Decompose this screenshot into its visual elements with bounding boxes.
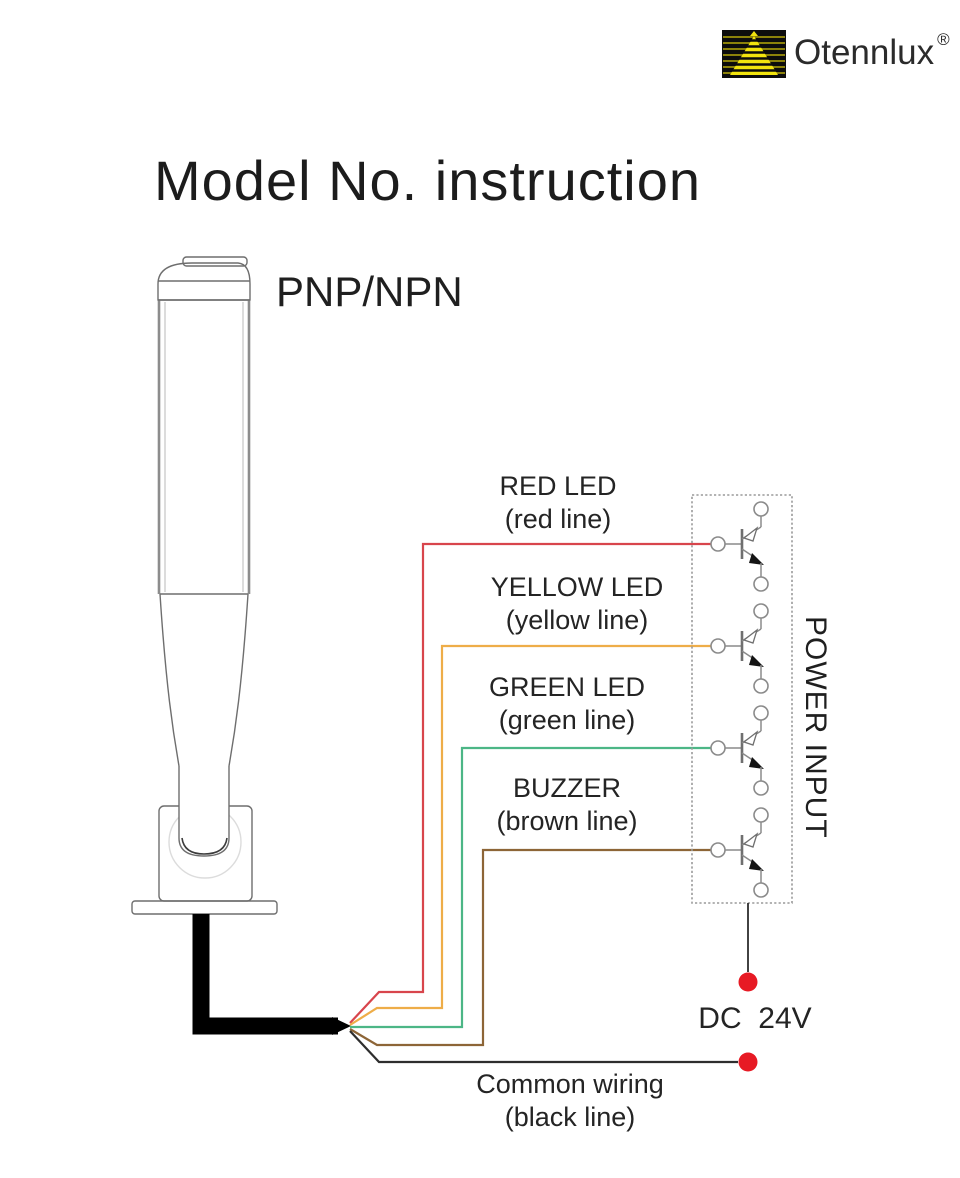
wire-label-red-title: RED LED [499,471,617,501]
terminal-circle [753,807,769,823]
terminal-circle [753,576,769,592]
tower-neck-shadow [181,837,228,855]
wire-label-buzzer-sub: (brown line) [496,806,638,836]
terminal-circle [710,842,726,858]
collector-arrow-icon [749,655,764,667]
emitter-arrow-icon [742,730,759,746]
common-wire-label: Common wiring (black line) [476,1068,664,1134]
brand-name: Otennlux [794,33,935,72]
emitter-arrow-icon [742,832,759,848]
terminal-circle [753,705,769,721]
wire-green [350,746,711,1029]
wire-label-yellow-title: YELLOW LED [490,572,664,602]
terminal-circle [753,603,769,619]
collector-arrow-icon [749,757,764,769]
wire-label-green: GREEN LED (green line) [489,671,645,737]
wire-bundle [349,542,738,1064]
power-input-panel [691,494,793,1072]
tower-flange [131,900,278,915]
emitter-arrow-icon [742,628,759,644]
wire-label-yellow: YELLOW LED (yellow line) [491,571,664,637]
transistor-symbol-red [710,501,769,592]
wire-label-green-sub: (green line) [498,705,636,735]
brand-header: Otennlux ® [722,28,950,78]
emitter-arrow-icon [742,526,759,542]
terminal-circle [710,536,726,552]
tower-taper-right [228,593,249,767]
dc-voltage-label: DC 24V [698,1002,812,1035]
registered-trademark-mark: ® [937,30,950,49]
wire-label-buzzer: BUZZER (brown line) [496,772,637,838]
tower-cap [157,262,251,301]
device-type-label: PNP/NPN [276,268,463,315]
wire-label-red-sub: (red line) [504,504,612,534]
terminal-circle [753,780,769,796]
terminal-circle [753,678,769,694]
terminal-circle [710,638,726,654]
wire-label-red: RED LED (red line) [499,470,616,536]
tower-neck [178,766,230,857]
common-wire-label-sub: (black line) [504,1102,636,1132]
common-wire-label-title: Common wiring [476,1069,664,1099]
tower-taper-left [159,593,180,767]
page-title: Model No. instruction [154,149,702,212]
tower-cable-tip [332,1017,351,1035]
terminal-circle [753,882,769,898]
transistor-symbol-brown [710,807,769,898]
collector-arrow-icon [749,859,764,871]
transistor-symbol-yellow [710,603,769,694]
wire-label-green-title: GREEN LED [488,672,646,702]
dc-positive-terminal [738,972,758,992]
wire-red [349,542,711,1024]
wire-brown [349,848,711,1047]
transistor-symbol-green [710,705,769,796]
wire-yellow [349,644,711,1026]
terminal-circle [710,740,726,756]
wire-label-buzzer-title: BUZZER [513,773,621,803]
wire-black-common [349,1030,738,1064]
otennlux-logo-icon [722,30,786,78]
power-input-label: POWER INPUT [799,616,832,839]
tower-cable [192,914,338,1035]
terminal-circle [753,501,769,517]
tower-top-tab [182,256,248,267]
dc-negative-terminal [738,1052,758,1072]
signal-tower-illustration [131,256,351,1035]
collector-arrow-icon [749,553,764,565]
power-panel-border [691,494,793,904]
wire-label-yellow-sub: (yellow line) [505,605,649,635]
